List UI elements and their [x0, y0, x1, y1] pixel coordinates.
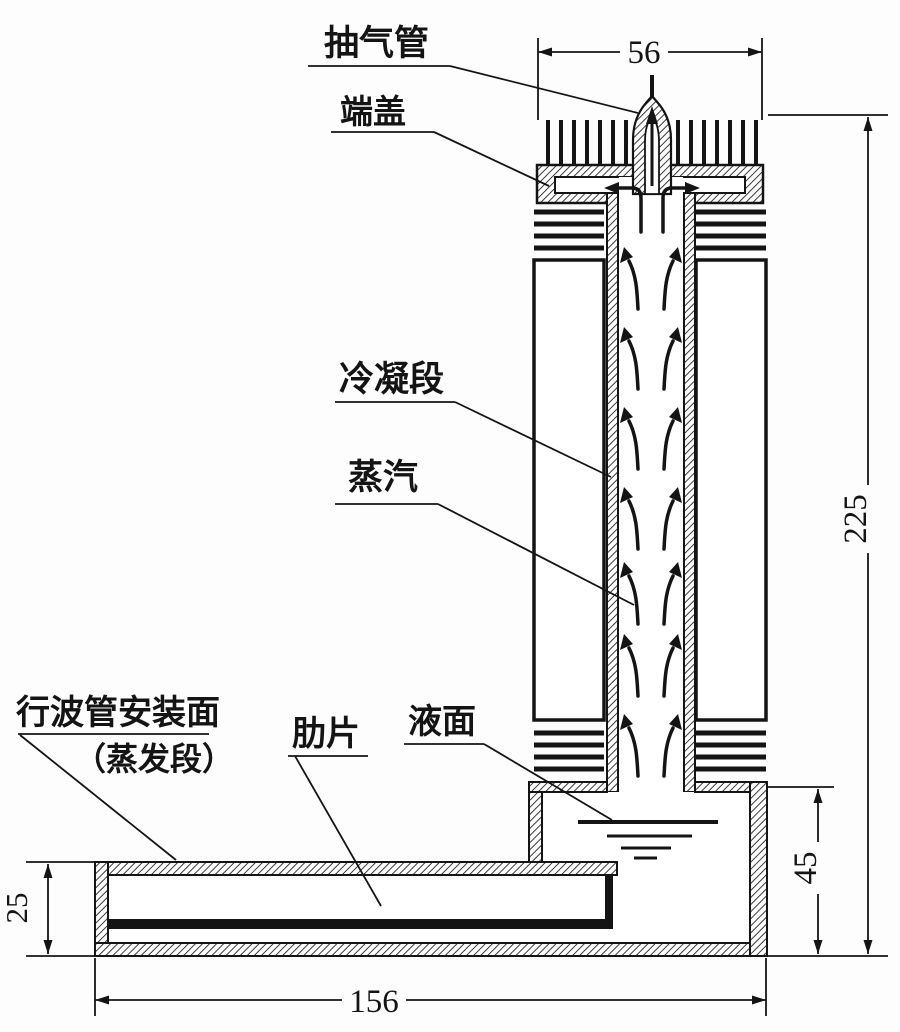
vapor-arrow-pair	[620, 714, 682, 778]
base-fin-plate	[107, 919, 613, 929]
dim-reservoir-depth: 45	[788, 852, 824, 885]
dim-cap-width: 56	[628, 35, 661, 71]
reservoir-left-wall	[528, 781, 543, 863]
dimension-cap-width-56: 56	[537, 35, 763, 120]
dim-base-thickness: 25	[0, 893, 34, 924]
dim-overall-height: 225	[838, 494, 874, 544]
vapor-arrow-pair	[620, 327, 682, 391]
base-left-wall	[94, 861, 109, 957]
vapor-arrow-pair	[620, 562, 682, 626]
dim-base-length: 156	[349, 984, 399, 1020]
reservoir-top-plate-right	[694, 781, 751, 793]
dimension-overall-height-225: 225	[768, 114, 888, 957]
exhaust-tube-dome	[631, 75, 673, 196]
reservoir-and-base	[94, 781, 768, 957]
side-fins-upper	[534, 209, 766, 251]
vapor-arrow-pair	[620, 407, 682, 471]
reservoir-top-plate-left	[528, 781, 608, 793]
base-fin-plate-end	[605, 875, 613, 921]
exhaust-flow-arrow-head	[646, 106, 658, 124]
label-vapor: 蒸汽	[348, 458, 418, 497]
vapor-arrow-pair	[620, 247, 682, 311]
vapor-arrow-pair	[620, 634, 682, 698]
callout-vapor: 蒸汽	[335, 458, 635, 606]
callout-fin: 肋片	[288, 715, 382, 907]
label-evaporator-section: （蒸发段）	[74, 741, 234, 777]
side-fins-lower	[534, 730, 766, 772]
dimension-reservoir-depth-45: 45	[767, 786, 834, 954]
callout-exhaust-tube: 抽气管	[308, 24, 639, 114]
callout-liquid-surface: 液面	[404, 703, 613, 821]
label-condensation-section: 冷凝段	[339, 359, 444, 399]
label-fin: 肋片	[292, 715, 360, 753]
liquid-level-symbol	[578, 820, 718, 860]
base-bottom-plate	[94, 942, 768, 957]
callout-condensation-section: 冷凝段	[335, 359, 612, 478]
callout-twt-mounting-surface: 行波管安装面 （蒸发段）	[16, 694, 234, 861]
callouts: 抽气管 端盖 冷凝段 蒸汽 行波管安装面 （蒸发段） 肋片 液面	[16, 24, 639, 907]
dimension-base-length-156: 156	[94, 958, 767, 1020]
label-liquid-surface: 液面	[408, 703, 476, 741]
cap-flow-arrows	[604, 182, 700, 234]
reservoir-right-wall	[749, 781, 768, 957]
label-end-cap: 端盖	[340, 94, 406, 131]
dimension-base-thickness-25: 25	[0, 861, 95, 957]
label-twt-mounting-surface: 行波管安装面	[16, 694, 220, 732]
label-exhaust-tube: 抽气管	[324, 24, 429, 63]
vapor-rise-arrows	[620, 247, 682, 778]
callout-end-cap: 端盖	[331, 94, 550, 187]
outer-fin-plates	[532, 258, 768, 722]
cap-top-fins	[546, 120, 758, 166]
vapor-arrow-pair	[620, 487, 682, 551]
condenser-pipe	[606, 177, 696, 793]
